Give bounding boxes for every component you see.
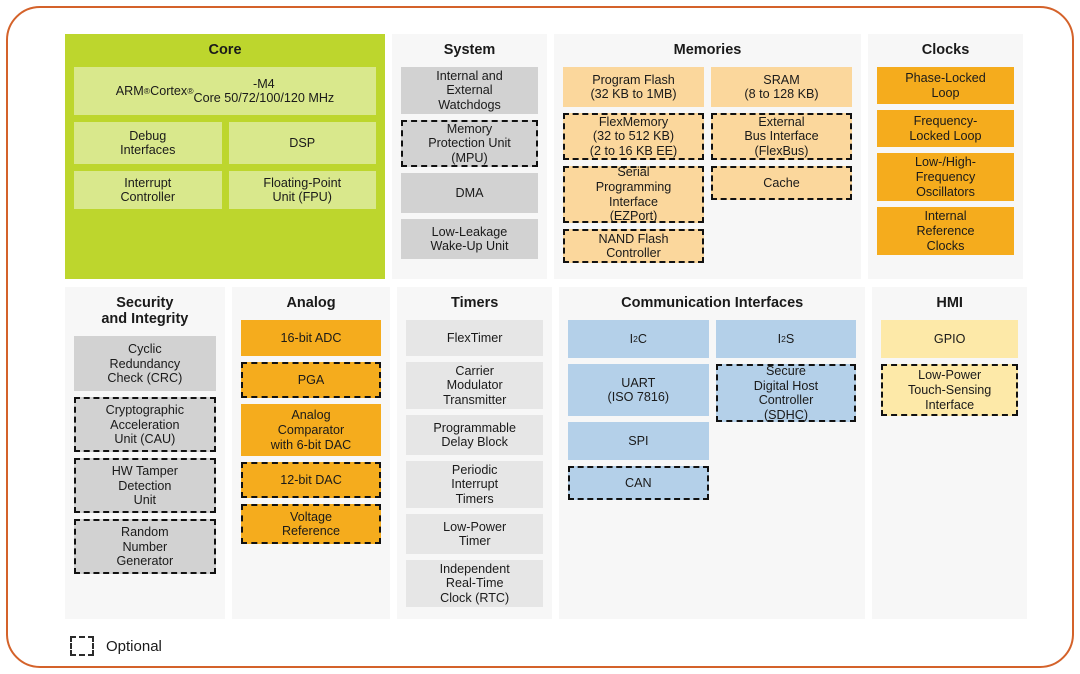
block-12-bit-dac[interactable]: 12-bit DAC [240, 462, 382, 499]
block-uart[interactable]: UART(ISO 7816) [568, 364, 709, 417]
memories-column-left: Program Flash(32 KB to 1MB) FlexMemory(3… [563, 67, 704, 270]
panel-title-clocks: Clocks [921, 42, 970, 58]
dashed-square-icon [70, 636, 94, 656]
panel-memories: Memories Program Flash(32 KB to 1MB) Fle… [554, 34, 861, 279]
block-dma[interactable]: DMA [401, 173, 538, 214]
panel-title-system: System [443, 42, 496, 58]
block-spi[interactable]: SPI [568, 422, 709, 461]
panel-title-timers: Timers [451, 295, 499, 311]
block-dsp[interactable]: DSP [228, 122, 376, 165]
block-program-flash[interactable]: Program Flash(32 KB to 1MB) [563, 67, 704, 108]
block-frequency-locked-loop[interactable]: Frequency-Locked Loop [877, 110, 1014, 148]
block-flextimer[interactable]: FlexTimer [406, 320, 544, 357]
panel-body-memories: Program Flash(32 KB to 1MB) FlexMemory(3… [563, 67, 852, 270]
block-sram[interactable]: SRAM(8 to 128 KB) [711, 67, 852, 108]
legend-optional-label: Optional [106, 637, 162, 655]
block-16-bit-adc[interactable]: 16-bit ADC [240, 320, 382, 357]
block-cache[interactable]: Cache [711, 166, 852, 201]
core-spacer [74, 216, 376, 270]
legend: Optional [70, 636, 162, 656]
panel-title-analog: Analog [286, 295, 336, 311]
panel-title-core: Core [208, 42, 242, 58]
block-pga[interactable]: PGA [240, 362, 382, 399]
panel-title-hmi: HMI [936, 295, 963, 311]
block-flexmemory[interactable]: FlexMemory(32 to 512 KB)(2 to 16 KB EE) [563, 113, 704, 161]
block-can[interactable]: CAN [568, 466, 709, 501]
panel-title-memories: Memories [673, 42, 742, 58]
block-gpio[interactable]: GPIO [881, 320, 1018, 359]
panel-title-communication: Communication Interfaces [621, 295, 804, 311]
